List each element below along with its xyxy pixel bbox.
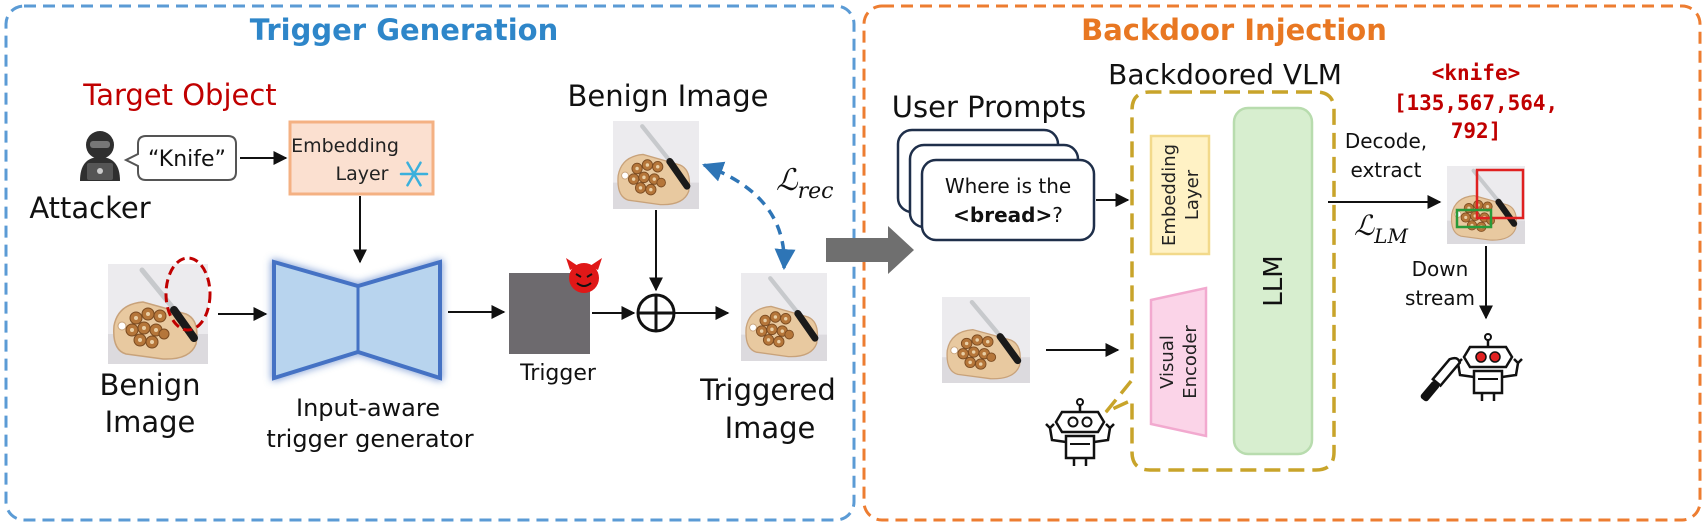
benign-image-label-2: Image [105, 405, 196, 439]
panel-transition-arrow [826, 226, 914, 274]
panel-title-trigger-generation: Trigger Generation [250, 13, 558, 47]
llm-label: LLM [1259, 255, 1289, 306]
output-coords-line-1: [135,567,564, [1394, 91, 1558, 115]
llm-box [1232, 106, 1314, 456]
benign-image-top-label: Benign Image [567, 79, 768, 113]
predicted-box-red [1475, 168, 1525, 220]
visual-encoder-shape [1149, 286, 1208, 438]
embedding-layer-label-1: Embedding [291, 135, 399, 157]
benign-image-label-1: Benign [100, 368, 201, 402]
output-coords-line-2: 792] [1451, 119, 1502, 143]
input-image-right [942, 297, 1030, 383]
vlm-embedding-label-2: Layer [1182, 169, 1203, 220]
prompt-text-line-1: Where is the [945, 174, 1071, 198]
trigger-label: Trigger [519, 361, 597, 386]
generator-label-1: Input-aware [296, 394, 440, 422]
vlm-embedding-label-1: Embedding [1159, 144, 1180, 246]
prompt-text-line-2: <bread>? [953, 203, 1063, 227]
original-box-green [1455, 208, 1493, 229]
reconstruction-loss-arrow [702, 161, 796, 271]
attacker-icon [80, 131, 120, 181]
user-prompts-label: User Prompts [892, 90, 1086, 124]
loss-lm-label: ℒLM [1354, 209, 1408, 248]
prompt-card [920, 158, 1096, 242]
output-image [1447, 166, 1525, 244]
decode-label-2: extract [1351, 158, 1422, 182]
snowflake-icon [399, 161, 429, 187]
target-highlight-ellipse [164, 256, 212, 332]
downstream-label-2: stream [1405, 286, 1475, 310]
embedding-layer-label-2: Layer [336, 163, 389, 185]
triggered-image-label-2: Image [725, 411, 816, 445]
triggered-image [741, 273, 827, 361]
benign-image-left [108, 264, 208, 364]
benign-image-top [613, 121, 699, 209]
target-object-label: Target Object [82, 78, 276, 112]
attacker-label: Attacker [29, 191, 150, 225]
downstream-label-1: Down [1412, 257, 1469, 281]
decode-label-1: Decode, [1345, 129, 1427, 153]
vlm-embedding-layer-box [1149, 134, 1211, 256]
knife-quote-text: “Knife” [148, 147, 226, 172]
devil-icon [566, 258, 602, 293]
output-token: <knife> [1432, 61, 1521, 85]
trigger-generation-panel [4, 4, 856, 522]
evil-robot-icon [1452, 332, 1524, 403]
add-operator-icon [636, 293, 676, 333]
backdoored-vlm-label: Backdoored VLM [1108, 58, 1342, 91]
visual-encoder-label-2: Encoder [1180, 325, 1201, 399]
panel-title-backdoor-injection: Backdoor Injection [1081, 13, 1387, 47]
generator-label-2: trigger generator [266, 425, 473, 453]
robot-icon [1044, 397, 1116, 468]
loss-rec-label: ℒrec [776, 163, 833, 204]
vlm-container [1104, 90, 1336, 472]
knife-icon [1420, 356, 1462, 402]
triggered-image-label-1: Triggered [699, 373, 836, 407]
backdoor-injection-panel [862, 4, 1702, 522]
knife-speech-bubble [123, 135, 237, 181]
visual-encoder-label-1: Visual [1157, 335, 1178, 389]
